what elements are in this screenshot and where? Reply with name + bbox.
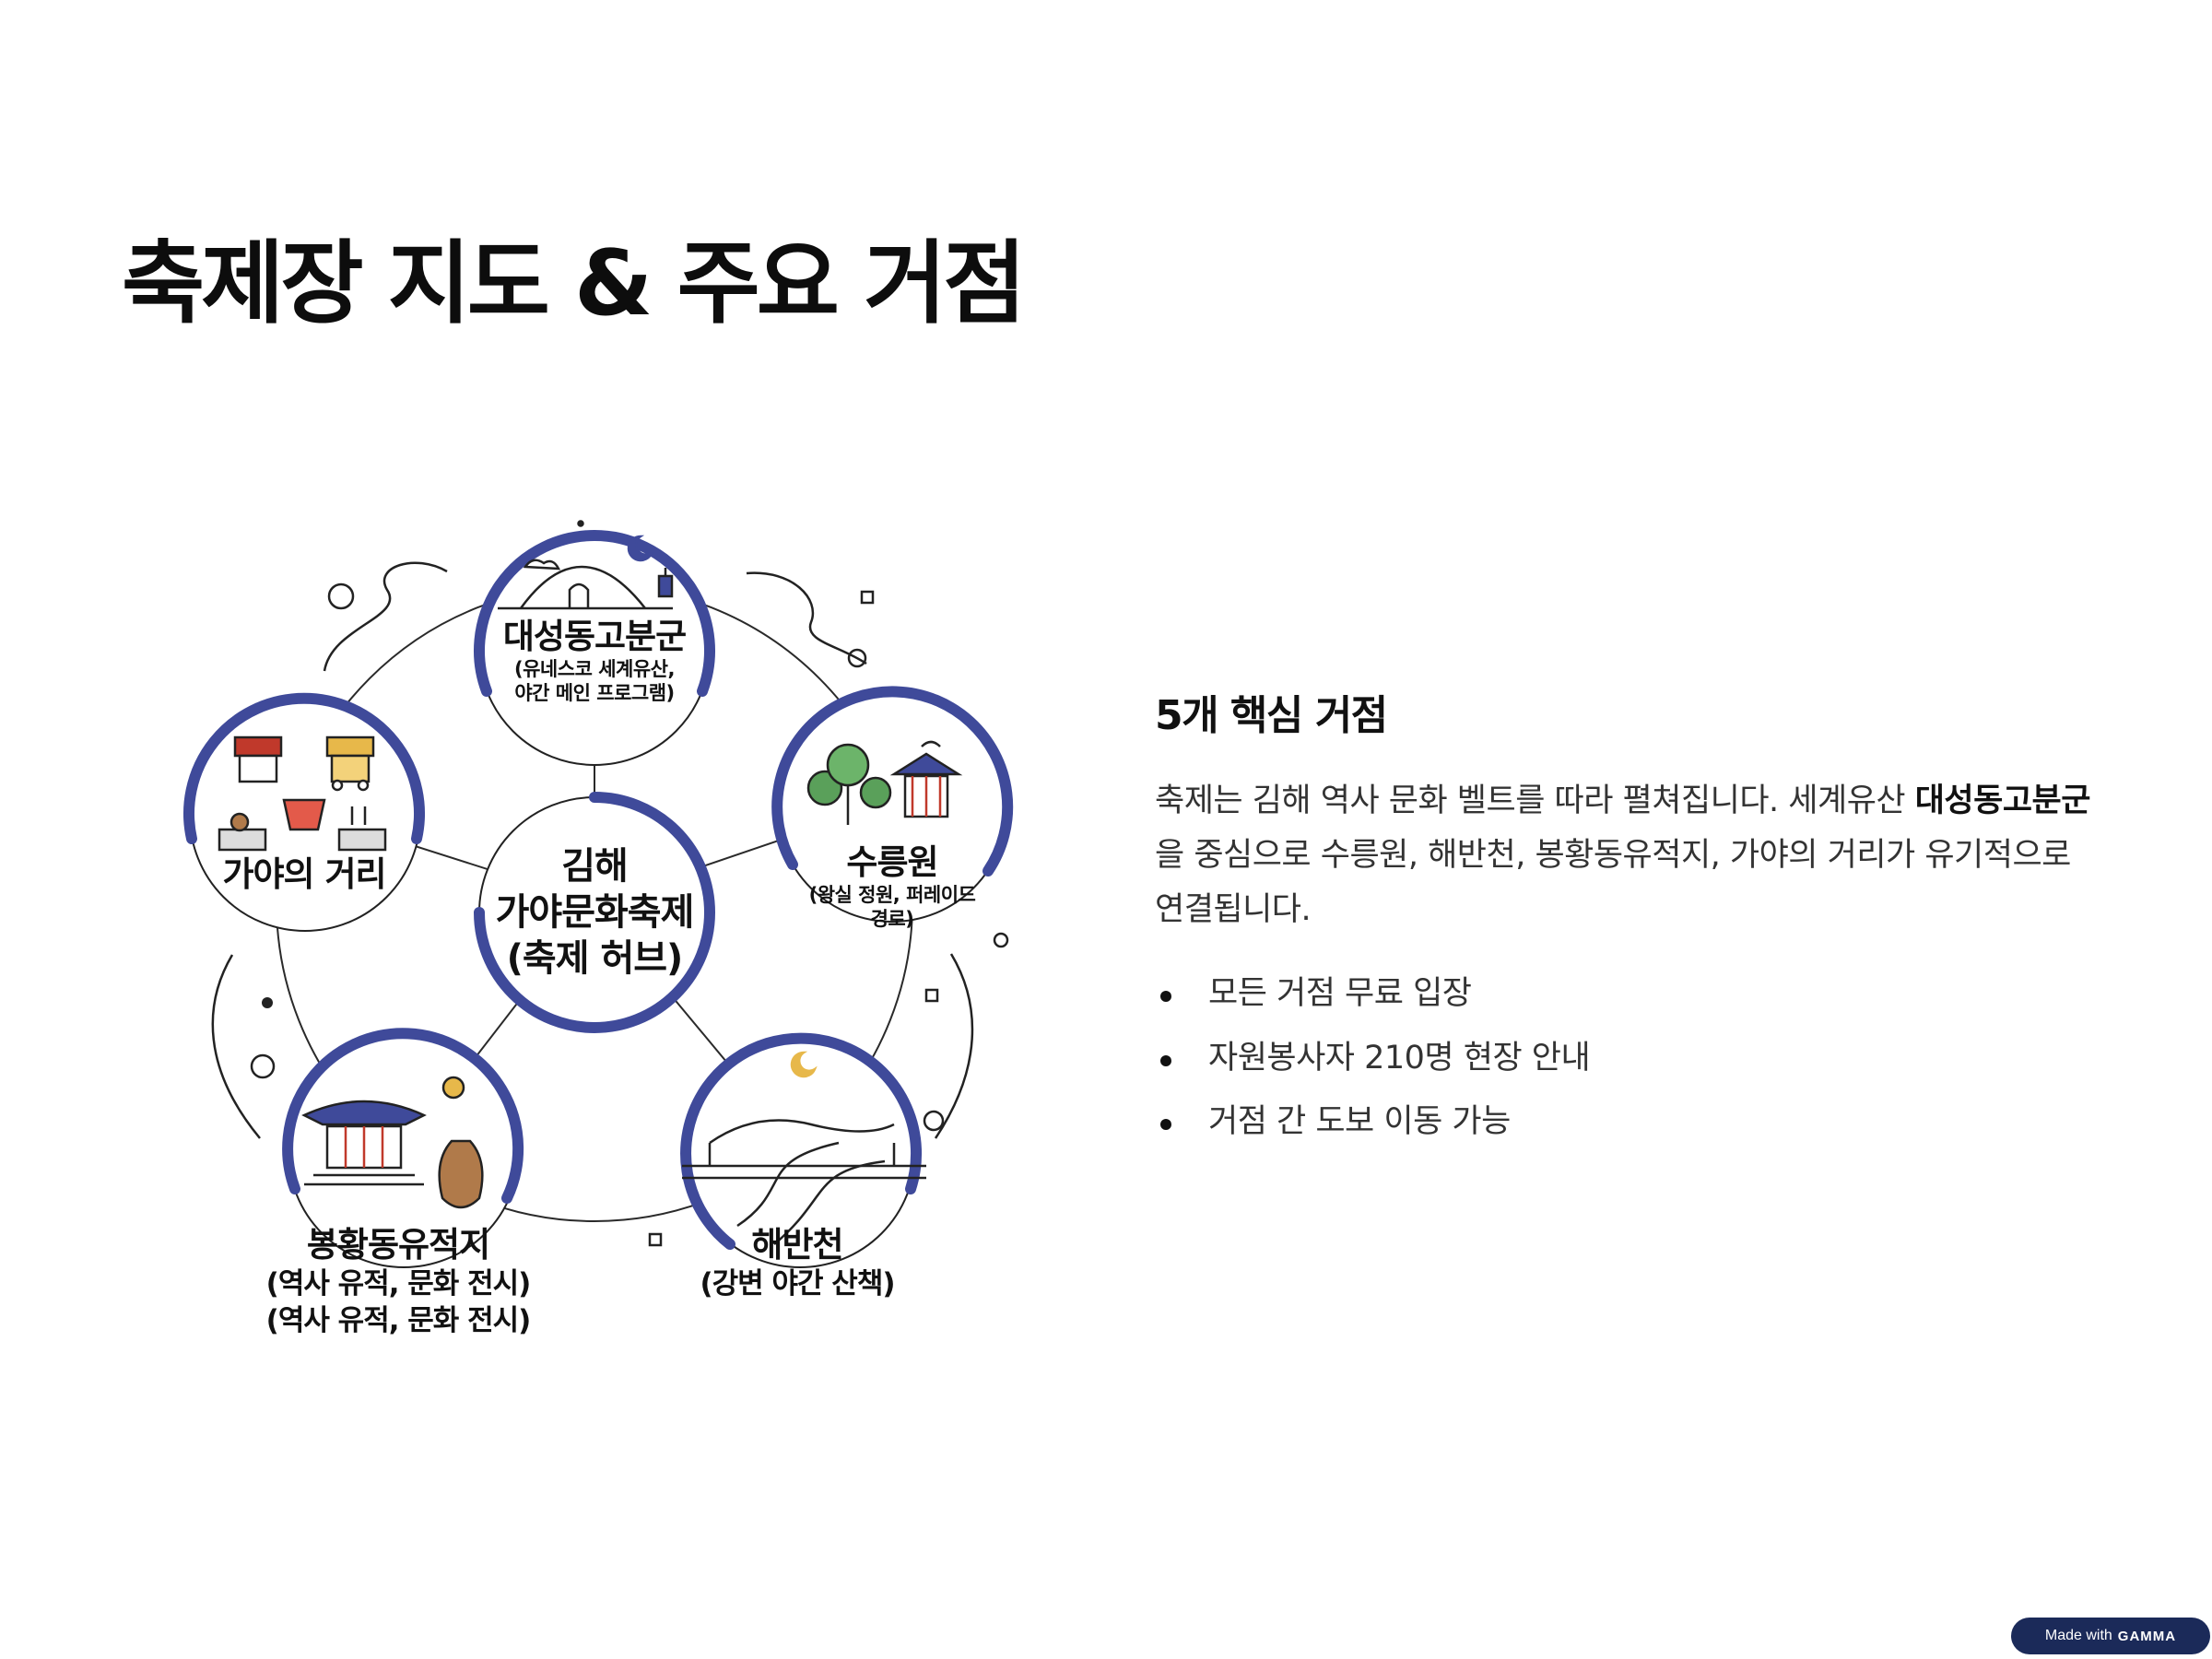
royal-garden-pavilion-icon [806, 740, 963, 825]
paragraph-text-2: 을 중심으로 수릉원, 해반천, 봉황동유적지, 가야의 거리가 유기적으로 연… [1155, 836, 2071, 928]
bullet-text: 모든 거점 무료 입장 [1208, 975, 1472, 1013]
node-sub-line-1: (유네스코 세계유산, [514, 657, 675, 680]
node-sub-line-1: (왕실 정원, 퍼레이드 [808, 883, 976, 906]
bullet-item: 모든 거점 무료 입장 [1155, 973, 2095, 1016]
bullet-text: 거점 간 도보 이동 가능 [1208, 1103, 1511, 1141]
heritage-hall-pottery-icon [301, 1076, 484, 1209]
node-label-daeseong: 대성동고분군 (유네스코 세계유산, 야간 메인 프로그램) [502, 617, 687, 705]
bullet-list: 모든 거점 무료 입장 자원봉사자 210명 현장 안내 거점 간 도보 이동 … [1155, 973, 2095, 1144]
hub-circle [474, 792, 715, 1033]
tomb-mound-night-icon [498, 520, 674, 610]
key-locations-panel: 5개 핵심 거점 축제는 김해 역사 문화 벨트를 따라 펼쳐집니다. 세계유산… [1155, 682, 2095, 1166]
hub-label-line-3: (축제 허브) [506, 937, 684, 980]
node-name: 수릉원 [846, 842, 938, 882]
node-sub-line-1: (강변 야간 산책) [700, 1266, 895, 1300]
node-label-bonghwang: 봉황동유적지 (역사 유적, 문화 전시) (역사 유적, 문화 전시) [265, 1225, 532, 1339]
node-name: 대성동고분군 [502, 617, 687, 656]
node-sub-line-2: 야간 메인 프로그램) [514, 681, 675, 704]
node-label-haeban: 해반천 (강변 야간 산책) [700, 1225, 895, 1302]
section-paragraph: 축제는 김해 역사 문화 벨트를 따라 펼쳐집니다. 세계유산 대성동고분군을 … [1155, 774, 2095, 936]
bullet-dot-icon [1160, 1119, 1171, 1131]
street-food-stalls-icon [218, 735, 387, 852]
decorative-dots [250, 582, 1009, 1247]
made-with-gamma-badge[interactable]: Made with GAMMA [2011, 1618, 2210, 1654]
badge-brand: GAMMA [2117, 1628, 2177, 1644]
bullet-dot-icon [1160, 991, 1171, 1003]
node-name: 해반천 [751, 1225, 843, 1265]
river-bridge-icon [682, 1051, 926, 1245]
hub-label: 김해 가야문화축제 (축제 허브) [495, 843, 695, 982]
page-title: 축제장 지도 & 주요 거점 [122, 231, 1026, 336]
node-daeseong [474, 520, 715, 766]
node-label-gaya: 가야의 거리 [222, 854, 386, 895]
hub-label-line-1: 김해 [561, 845, 629, 888]
node-haeban [680, 1032, 926, 1268]
node-name: 가야의 거리 [222, 854, 386, 894]
node-sub-line-2: 경로) [870, 907, 914, 930]
badge-prefix: Made with [2044, 1628, 2112, 1643]
bullet-item: 거점 간 도보 이동 가능 [1155, 1101, 2095, 1144]
node-gaya [183, 692, 425, 932]
node-label-suro: 수릉원 (왕실 정원, 퍼레이드 경로) [808, 842, 976, 931]
bullet-text: 자원봉사자 210명 현장 안내 [1208, 1039, 1591, 1077]
hub-label-line-2: 가야문화축제 [495, 891, 695, 934]
section-heading: 5개 핵심 거점 [1155, 692, 1388, 739]
node-sub-line-1: (역사 유적, 문화 전시) [265, 1266, 532, 1300]
festival-map-diagram: 김해 가야문화축제 (축제 허브) 대성동고분군 (유네스코 세계유산, 야간 … [111, 461, 1051, 1382]
node-suro [771, 686, 1014, 923]
node-sub-line-2: (역사 유적, 문화 전시) [265, 1303, 532, 1337]
bullet-item: 자원봉사자 210명 현장 안내 [1155, 1038, 2095, 1080]
bullet-dot-icon [1160, 1054, 1171, 1066]
paragraph-text-1: 축제는 김해 역사 문화 벨트를 따라 펼쳐집니다. 세계유산 [1155, 782, 1915, 819]
decorative-swirls [211, 561, 974, 1139]
node-name: 봉황동유적지 [306, 1225, 490, 1265]
node-bonghwang [282, 1028, 524, 1268]
paragraph-bold: 대성동고분군 [1914, 782, 2091, 819]
diagram-graphics [183, 520, 1014, 1268]
